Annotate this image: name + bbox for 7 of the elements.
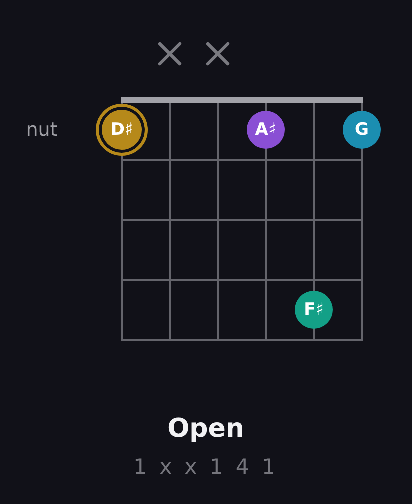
root-note-dot: D♯ [96,104,148,156]
note-dot: A♯ [247,111,285,149]
fret-numbers: 1 x x 1 4 1 [134,455,278,479]
chord-title: Open [168,414,244,444]
note-dot: G [343,111,381,149]
note-dot: F♯ [295,291,333,329]
nut-label: nut [26,119,58,141]
